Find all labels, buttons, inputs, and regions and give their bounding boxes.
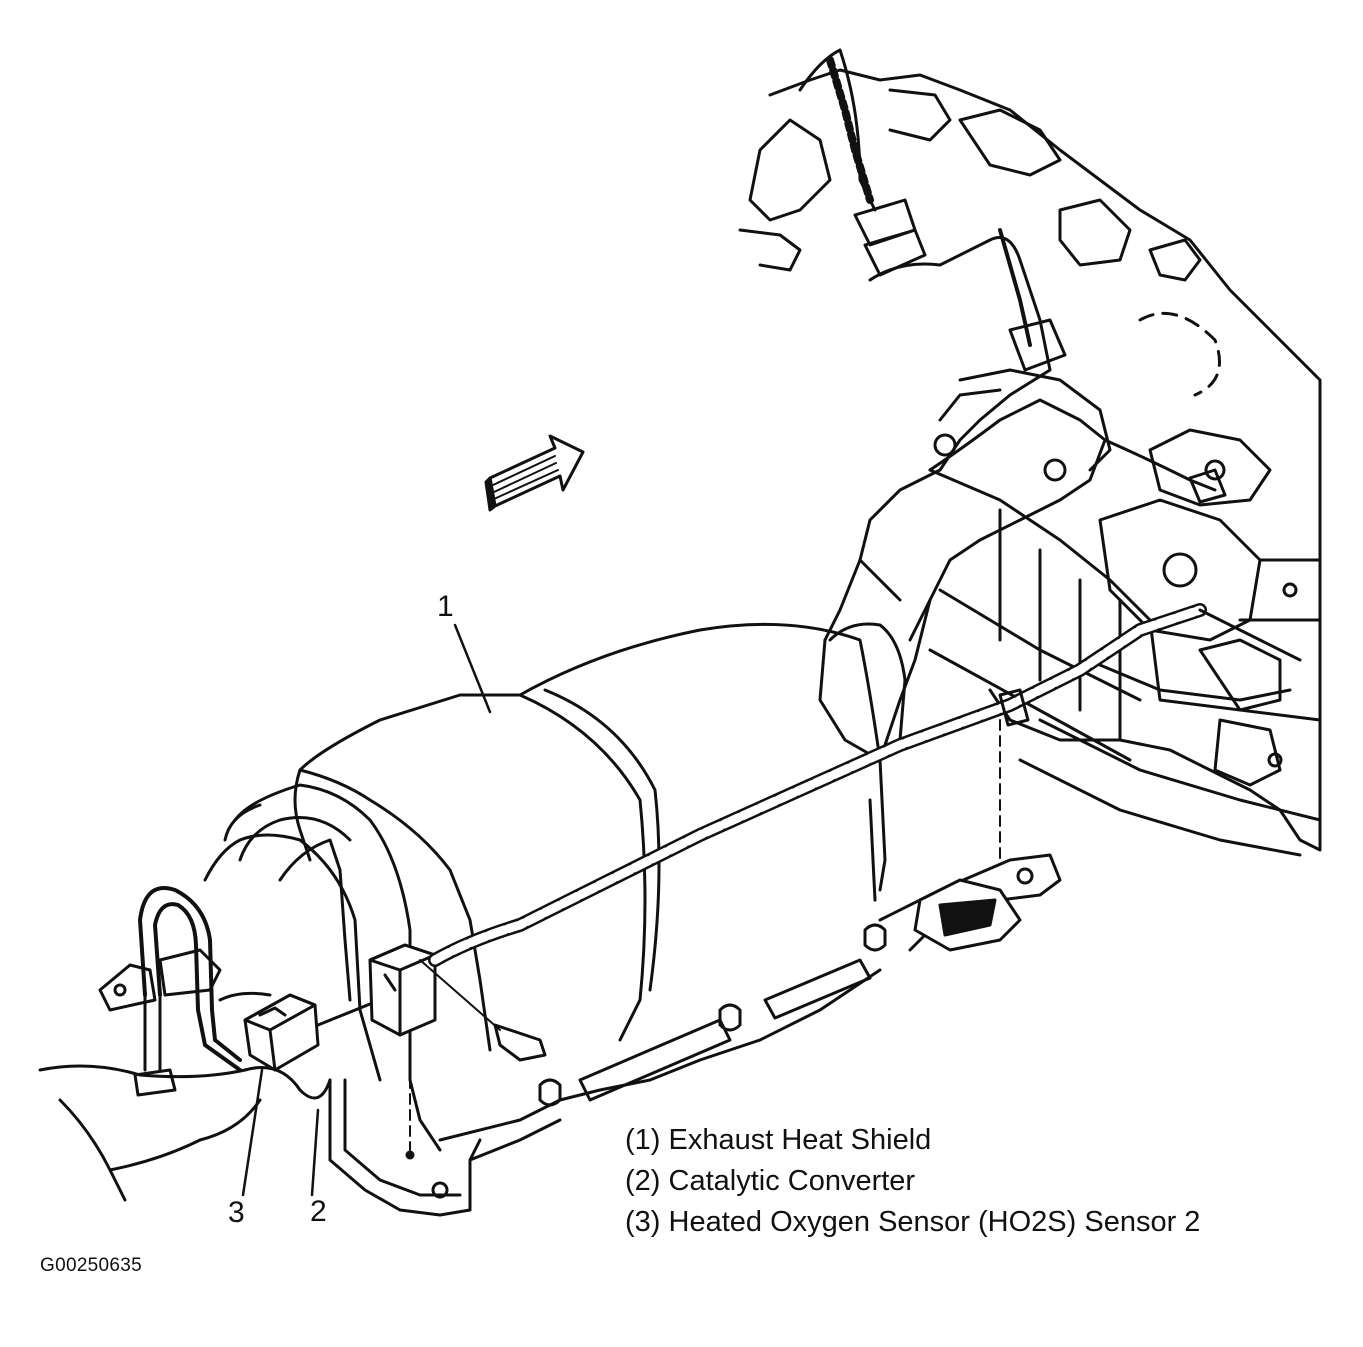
exhaust-rear-pipe bbox=[38, 886, 332, 1202]
leader-line-1 bbox=[453, 623, 492, 714]
leader-line-3 bbox=[241, 1068, 264, 1197]
legend-item-oxygen-sensor: (3) Heated Oxygen Sensor (HO2S) Sensor 2 bbox=[625, 1206, 1201, 1238]
sensor-connector bbox=[368, 943, 547, 1160]
exhaust-heat-shield bbox=[203, 783, 1062, 1217]
callout-1: 1 bbox=[437, 590, 454, 623]
callout-2: 2 bbox=[310, 1195, 327, 1228]
transmission-assembly bbox=[738, 68, 1322, 857]
exhaust-front-pipe bbox=[798, 48, 1227, 762]
legend-item-exhaust-heat-shield: (1) Exhaust Heat Shield bbox=[625, 1124, 932, 1156]
figure-id: G00250635 bbox=[40, 1255, 143, 1276]
leader-line-2 bbox=[310, 1108, 320, 1197]
callout-leaders bbox=[241, 623, 492, 1197]
callout-3: 3 bbox=[228, 1196, 245, 1229]
wiring-harness bbox=[428, 603, 1302, 967]
heated-oxygen-sensor bbox=[243, 993, 382, 1072]
legend-item-catalytic-converter: (2) Catalytic Converter bbox=[625, 1165, 916, 1197]
parts-legend: (1) Exhaust Heat Shield (2) Catalytic Co… bbox=[625, 1120, 1200, 1243]
forward-arrow-icon bbox=[484, 434, 585, 512]
catalytic-converter bbox=[238, 622, 907, 1052]
